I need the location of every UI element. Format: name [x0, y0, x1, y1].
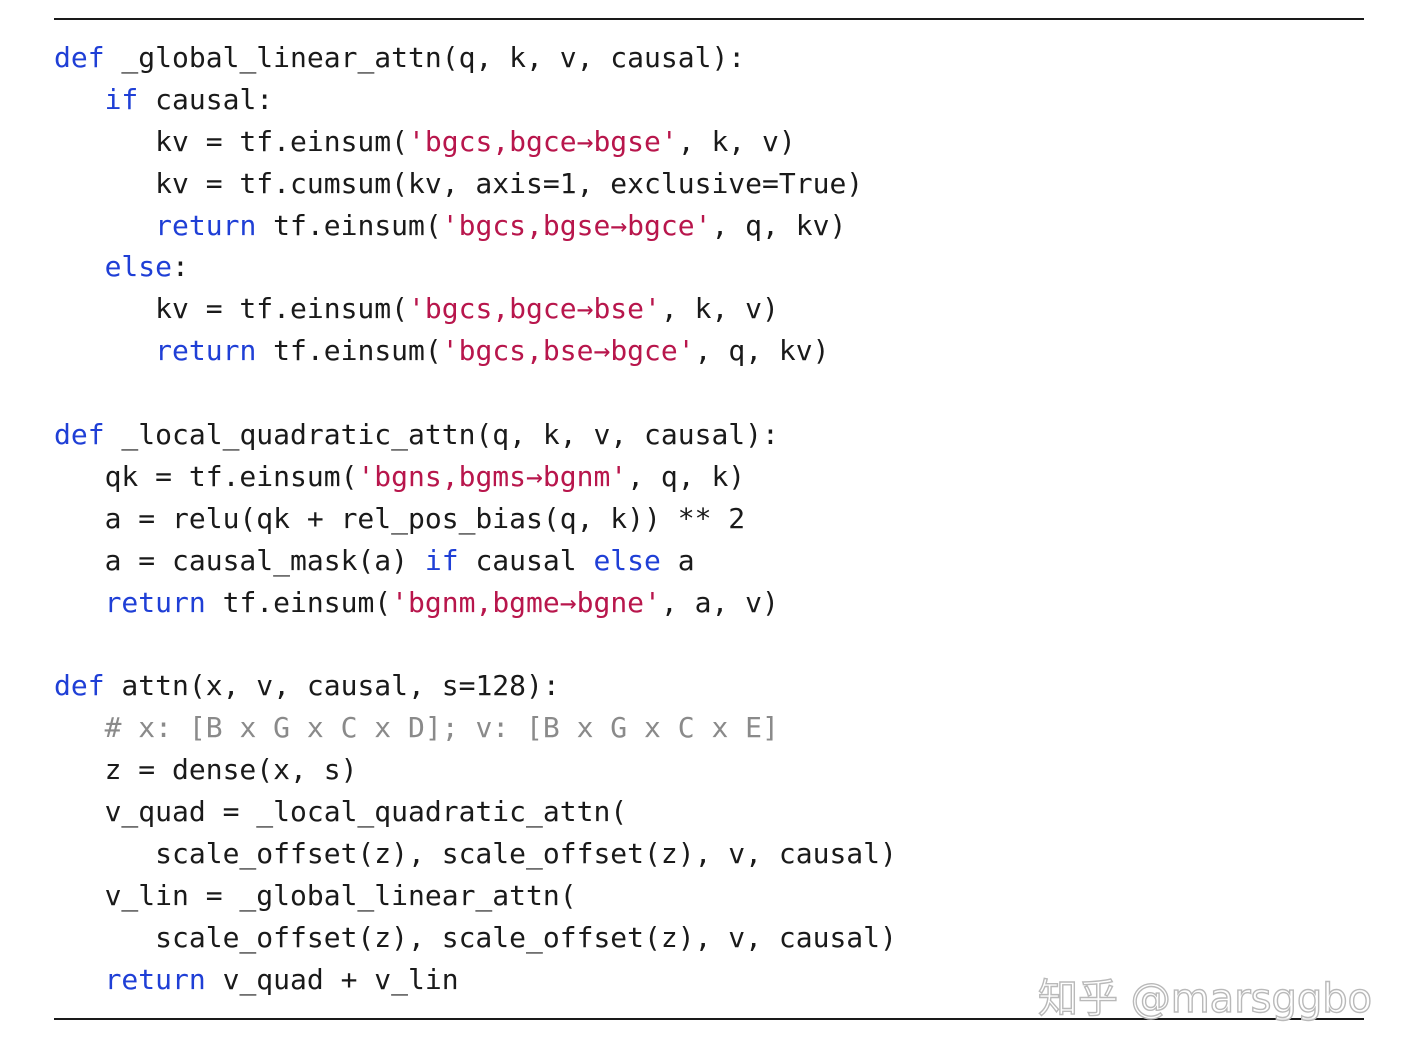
code-keyword: if — [424, 543, 459, 577]
code-keyword: def — [54, 41, 105, 74]
code-line: z = dense(x, s) — [54, 749, 897, 791]
code-text: : — [172, 250, 189, 284]
code-text: z = dense(x, s) — [54, 753, 358, 787]
code-text: kv = tf.einsum( — [54, 292, 409, 326]
code-text: a = relu(qk + rel_pos_bias(q, k)) ** 2 — [54, 501, 746, 535]
code-text — [54, 334, 155, 367]
code-text: tf.einsum( — [256, 208, 442, 242]
code-string: 'bgcs,bse→bgce' — [441, 334, 695, 368]
code-line: a = causal_mask(a) if causal else a — [54, 540, 897, 582]
code-keyword: return — [155, 208, 257, 242]
code-text — [54, 711, 105, 744]
code-text: , k, v) — [677, 124, 796, 158]
code-string: 'bgns,bgms→bgnm' — [357, 459, 628, 493]
code-text: qk = tf.einsum( — [54, 459, 358, 493]
code-text: , q, k) — [627, 459, 746, 493]
code-text: kv = tf.cumsum(kv, axis=1, exclusive=Tru… — [54, 166, 864, 200]
code-string: 'bgnm,bgme→bgne' — [391, 585, 661, 619]
code-string: 'bgcs,bgce→bgse' — [408, 124, 678, 158]
code-line: kv = tf.cumsum(kv, axis=1, exclusive=Tru… — [54, 163, 897, 205]
code-line: return tf.einsum('bgcs,bgse→bgce', q, kv… — [54, 205, 897, 247]
code-text: v_lin = _global_linear_attn( — [54, 878, 577, 912]
code-text — [54, 963, 105, 996]
code-keyword: def — [54, 669, 105, 703]
code-keyword: return — [104, 962, 206, 996]
code-keyword: return — [155, 334, 257, 368]
code-text: causal — [458, 543, 594, 577]
code-text: , q, kv) — [694, 334, 830, 368]
code-listing: def _global_linear_attn(q, k, v, causal)… — [54, 37, 897, 1000]
code-line: return tf.einsum('bgnm,bgme→bgne', a, v) — [54, 582, 897, 624]
code-text: scale_offset(z), scale_offset(z), v, cau… — [54, 836, 897, 870]
code-line: v_quad = _local_quadratic_attn( — [54, 791, 897, 833]
code-line: scale_offset(z), scale_offset(z), v, cau… — [54, 917, 897, 959]
code-text: scale_offset(z), scale_offset(z), v, cau… — [54, 920, 897, 954]
top-rule — [54, 18, 1364, 20]
code-keyword: return — [104, 585, 206, 619]
code-line: def attn(x, v, causal, s=128): — [54, 665, 897, 707]
code-line — [54, 372, 897, 414]
code-line: scale_offset(z), scale_offset(z), v, cau… — [54, 833, 897, 875]
code-text — [54, 209, 155, 242]
code-line: def _local_quadratic_attn(q, k, v, causa… — [54, 414, 897, 456]
code-text: v_quad = _local_quadratic_attn( — [54, 795, 628, 829]
code-line — [54, 623, 897, 665]
code-comment: # x: [B x G x C x D]; v: [B x G x C x E] — [104, 711, 779, 745]
code-text — [54, 586, 105, 619]
bottom-rule — [54, 1018, 1364, 1020]
watermark-text: 知乎 @marsggbo — [1037, 975, 1373, 1022]
code-text: causal: — [138, 82, 274, 116]
code-line: # x: [B x G x C x D]; v: [B x G x C x E] — [54, 707, 897, 749]
code-line: else: — [54, 246, 897, 288]
code-line: return v_quad + v_lin — [54, 959, 897, 1001]
code-text: a — [660, 543, 695, 577]
code-line: kv = tf.einsum('bgcs,bgce→bse', k, v) — [54, 288, 897, 330]
code-text: tf.einsum( — [205, 585, 392, 619]
code-text — [54, 83, 105, 116]
code-text: , a, v) — [660, 585, 779, 619]
code-line: return tf.einsum('bgcs,bse→bgce', q, kv) — [54, 330, 897, 372]
code-line: kv = tf.einsum('bgcs,bgce→bgse', k, v) — [54, 121, 897, 163]
code-text: _local_quadratic_attn(q, k, v, causal): — [104, 418, 779, 452]
code-string: 'bgcs,bgce→bse' — [408, 292, 661, 326]
code-keyword: if — [104, 82, 139, 116]
code-keyword: else — [593, 543, 661, 577]
code-keyword: def — [54, 418, 105, 452]
code-text: , q, kv) — [711, 208, 847, 242]
code-keyword: else — [104, 250, 173, 284]
code-text — [54, 250, 105, 283]
code-line: if causal: — [54, 79, 897, 121]
code-text: , k, v) — [660, 292, 779, 326]
code-line: a = relu(qk + rel_pos_bias(q, k)) ** 2 — [54, 498, 897, 540]
code-text: attn(x, v, causal, s=128): — [104, 669, 560, 703]
code-text: _global_linear_attn(q, k, v, causal): — [104, 41, 746, 74]
code-text: v_quad + v_lin — [205, 962, 459, 996]
code-text: a = causal_mask(a) — [54, 543, 425, 577]
code-text: tf.einsum( — [256, 334, 442, 368]
code-line: def _global_linear_attn(q, k, v, causal)… — [54, 37, 897, 79]
code-text: kv = tf.einsum( — [54, 124, 409, 158]
code-string: 'bgcs,bgse→bgce' — [441, 208, 712, 242]
code-line: qk = tf.einsum('bgns,bgms→bgnm', q, k) — [54, 456, 897, 498]
code-line: v_lin = _global_linear_attn( — [54, 875, 897, 917]
